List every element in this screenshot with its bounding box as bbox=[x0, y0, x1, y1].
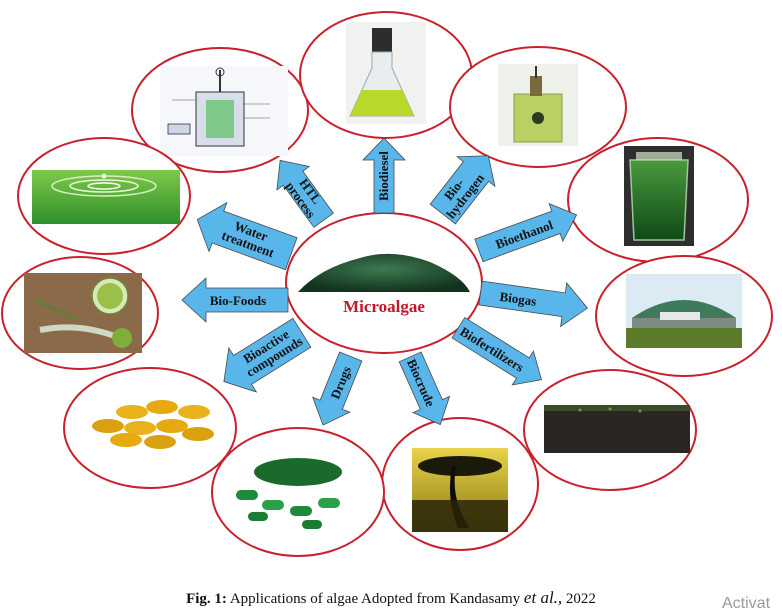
drugs-arrow: Drugs bbox=[312, 351, 363, 426]
htl-reactor-ellipse bbox=[131, 47, 309, 173]
softgel-image bbox=[92, 400, 214, 449]
water-treatment-arrow: Water treatment bbox=[196, 201, 298, 271]
htl-process-arrow: HTL process bbox=[276, 159, 334, 228]
caption-figure-number: Fig. 1: bbox=[186, 591, 227, 607]
bioethanol-ellipse bbox=[567, 137, 749, 263]
biocrude-ellipse bbox=[381, 417, 539, 551]
activation-watermark: Activat bbox=[722, 595, 771, 612]
microalgae-powder-image bbox=[298, 253, 470, 292]
center-ellipse: Microalgae bbox=[285, 212, 483, 354]
caption-text: Applications of algae Adopted from Kanda… bbox=[229, 591, 521, 607]
biofoods-label: Bio-Foods bbox=[210, 293, 266, 308]
green-powder-food-image bbox=[24, 273, 142, 353]
capsules-image bbox=[236, 458, 342, 529]
center-label: Microalgae bbox=[343, 297, 425, 316]
water-ellipse bbox=[17, 137, 191, 255]
hydrogen-reactor-image bbox=[498, 64, 578, 146]
biogas-ellipse bbox=[595, 255, 773, 377]
soil-image bbox=[544, 405, 690, 453]
biogas-label: Biogas bbox=[499, 289, 538, 309]
caption-year: 2022 bbox=[565, 591, 596, 607]
water-treatment-label: Water treatment bbox=[220, 215, 282, 260]
biodiesel-arrow: Biodiesel bbox=[362, 137, 406, 214]
bioethanol-arrow: Bioethanol bbox=[474, 202, 578, 263]
biogas-arrow: Biogas bbox=[478, 280, 589, 328]
biofertilizers-ellipse bbox=[523, 369, 697, 491]
biodiesel-label: Biodiesel bbox=[376, 151, 391, 201]
figure-caption: Fig. 1: Applications of algae Adopted fr… bbox=[0, 588, 782, 608]
bioactive-ellipse bbox=[63, 367, 237, 489]
drugs-ellipse bbox=[211, 427, 385, 557]
bioactive-arrow: Bioactive compounds bbox=[223, 317, 312, 393]
biofertilizers-arrow: Biofertilizers bbox=[451, 317, 542, 386]
biofoods-ellipse bbox=[1, 256, 159, 370]
applications-diagram: Microalgae Biodiesel HTL process Bio- hy… bbox=[1, 11, 773, 557]
biodiesel-flask-image bbox=[346, 22, 426, 124]
crude-oil-image bbox=[412, 448, 508, 532]
caption-etal: et al., bbox=[523, 588, 563, 607]
water-ripple-image bbox=[32, 170, 180, 224]
htl-reactor-image bbox=[160, 66, 288, 156]
biohydrogen-ellipse bbox=[449, 46, 627, 168]
biogas-digester-image bbox=[626, 274, 742, 348]
biodiesel-ellipse bbox=[299, 11, 473, 139]
green-glass-image bbox=[624, 146, 694, 246]
biofoods-arrow: Bio-Foods bbox=[181, 277, 289, 323]
